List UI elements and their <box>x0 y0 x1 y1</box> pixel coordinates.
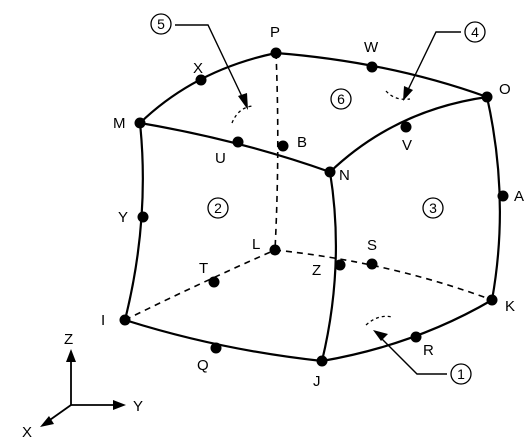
y-axis-label: Y <box>133 398 143 415</box>
label-o: O <box>499 81 511 98</box>
face-4-marker-arc <box>385 90 411 100</box>
node-s <box>366 258 378 270</box>
face-1-arrowhead <box>373 330 388 341</box>
label-k: K <box>505 298 515 315</box>
face-1-leader <box>377 334 447 375</box>
node-k <box>486 294 498 306</box>
node-m <box>134 117 146 129</box>
label-a: A <box>514 188 524 205</box>
node-i <box>119 314 131 326</box>
face-4-number: 4 <box>471 24 479 40</box>
face-5-leader <box>175 24 247 106</box>
z-axis-label: Z <box>64 331 73 348</box>
label-p: P <box>270 24 280 41</box>
node-z <box>334 259 346 271</box>
x-axis-arrowhead <box>40 416 54 427</box>
label-n: N <box>339 167 350 184</box>
node-y <box>137 211 149 223</box>
hidden-edge-p-l <box>274 52 279 251</box>
node-q <box>210 342 222 354</box>
face-1-number: 1 <box>457 366 465 382</box>
x-axis-label: X <box>22 424 32 441</box>
label-v: V <box>402 137 412 154</box>
node-j <box>316 355 328 367</box>
label-u: U <box>215 150 226 167</box>
label-y: Y <box>118 209 128 226</box>
node-x <box>195 74 207 86</box>
edge-o-k <box>485 95 501 302</box>
face-6-number: 6 <box>337 91 345 107</box>
node-l <box>269 244 281 256</box>
node-o <box>481 91 493 103</box>
node-u <box>232 136 244 148</box>
face-5-marker-arc <box>231 105 253 124</box>
face-3-number: 3 <box>429 200 437 216</box>
edge-n-j <box>320 170 337 363</box>
edge-j-k <box>320 298 494 363</box>
label-s: S <box>367 237 377 254</box>
face-1-ring <box>450 363 472 385</box>
label-j: J <box>313 373 321 390</box>
edge-m-p <box>138 51 278 125</box>
label-m: M <box>113 115 126 132</box>
node-t <box>208 276 220 288</box>
node-b <box>277 140 289 152</box>
face-2-number: 2 <box>214 200 222 216</box>
face-5-arrowhead <box>238 93 248 110</box>
face-1-marker-arc <box>365 315 393 326</box>
x-axis-line <box>46 404 72 423</box>
node-n <box>324 166 336 178</box>
z-axis-arrowhead <box>66 349 76 362</box>
face-4-arrowhead <box>403 86 413 101</box>
label-t: T <box>199 260 208 277</box>
face-2-ring <box>207 197 229 219</box>
y-axis-arrowhead <box>113 400 126 410</box>
node-v <box>400 121 412 133</box>
face-5-number: 5 <box>157 16 165 32</box>
face-3-ring <box>422 197 444 219</box>
node-a <box>497 190 509 202</box>
hidden-edge-l-k <box>274 249 493 301</box>
label-r: R <box>423 342 434 359</box>
node-p <box>270 47 282 59</box>
face-4-ring <box>464 21 486 43</box>
edge-p-o <box>274 51 489 99</box>
edge-n-o <box>328 95 489 174</box>
face-5-ring <box>150 13 172 35</box>
label-z: Z <box>312 262 321 279</box>
face-6-ring <box>330 88 352 110</box>
label-b: B <box>297 134 307 151</box>
label-i: I <box>101 312 105 329</box>
edge-i-j <box>123 318 324 363</box>
hidden-edge-i-l <box>124 249 276 321</box>
label-x: X <box>193 60 203 77</box>
label-w: W <box>364 39 379 56</box>
face-4-leader <box>404 31 461 97</box>
node-r <box>410 331 422 343</box>
node-w <box>366 61 378 73</box>
label-q: Q <box>197 357 209 374</box>
label-l: L <box>252 236 260 253</box>
